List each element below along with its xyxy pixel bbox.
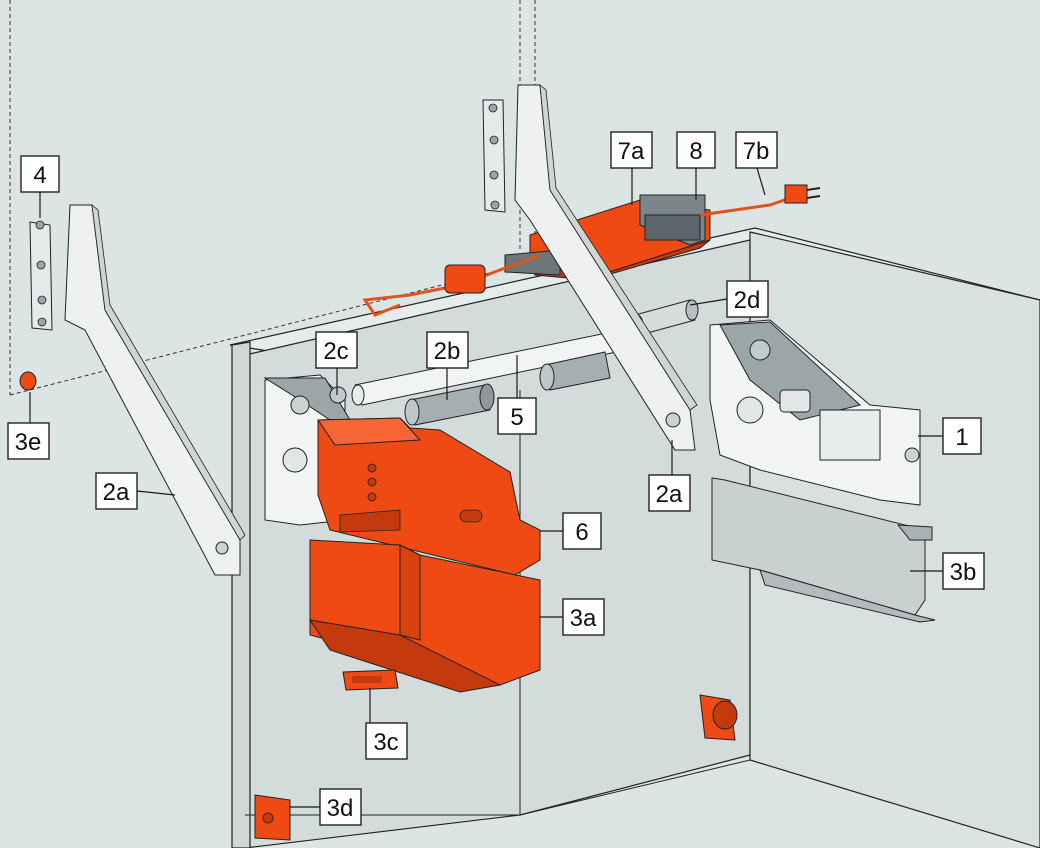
- label-2d: 2d: [726, 280, 769, 318]
- label-3a: 3a: [562, 598, 605, 636]
- svg-text:3d: 3d: [327, 795, 354, 822]
- leader-lines: [29, 167, 943, 808]
- callout-labels: 1 2a 2a 2b 2c 2d 3a 3b: [7, 131, 985, 826]
- label-4: 4: [20, 155, 60, 193]
- lift-arm-left: [64, 204, 246, 576]
- cover-3a: [308, 539, 541, 693]
- logo-clip-3c: [342, 669, 399, 691]
- clip-3d: [254, 794, 291, 841]
- label-7a: 7a: [610, 131, 653, 169]
- cover-6: [317, 417, 541, 576]
- label-5: 5: [497, 397, 537, 435]
- label-2a-left: 2a: [95, 472, 138, 510]
- label-2c: 2c: [315, 331, 358, 369]
- svg-text:6: 6: [575, 519, 588, 546]
- cover-3b: [711, 477, 936, 623]
- label-6: 6: [562, 512, 602, 550]
- label-3d: 3d: [319, 788, 362, 826]
- label-2a-right: 2a: [648, 474, 691, 512]
- svg-text:7a: 7a: [618, 138, 645, 165]
- cap-3e: [19, 371, 37, 391]
- connection-cable: [362, 253, 541, 317]
- svg-text:2c: 2c: [323, 338, 348, 365]
- cabinet-left-side: [231, 341, 251, 848]
- svg-text:2b: 2b: [434, 338, 461, 365]
- svg-text:2a: 2a: [656, 481, 683, 508]
- svg-text:3a: 3a: [570, 605, 597, 632]
- svg-text:3c: 3c: [373, 729, 398, 756]
- power-cable: [699, 184, 821, 217]
- svg-text:1: 1: [955, 424, 968, 451]
- svg-text:2d: 2d: [734, 287, 761, 314]
- label-7b: 7b: [735, 131, 778, 169]
- label-3e: 3e: [7, 422, 50, 460]
- label-3c: 3c: [365, 722, 408, 760]
- svg-text:3b: 3b: [950, 559, 977, 586]
- svg-text:2a: 2a: [103, 479, 130, 506]
- svg-text:7b: 7b: [743, 138, 770, 165]
- svg-text:8: 8: [689, 138, 702, 165]
- label-1: 1: [942, 417, 982, 455]
- lift-arm-right: [514, 84, 698, 451]
- sync-rod: [351, 324, 651, 426]
- mounting-plate-right: [482, 99, 506, 213]
- lift-mechanism-right: [709, 319, 921, 506]
- label-2b: 2b: [426, 331, 469, 369]
- svg-text:3e: 3e: [15, 429, 42, 456]
- svg-text:5: 5: [510, 404, 523, 431]
- svg-text:4: 4: [33, 162, 46, 189]
- clip-right-wall: [699, 694, 738, 741]
- label-3b: 3b: [942, 552, 985, 590]
- label-8: 8: [676, 131, 716, 169]
- mounting-plate-left: [29, 220, 53, 331]
